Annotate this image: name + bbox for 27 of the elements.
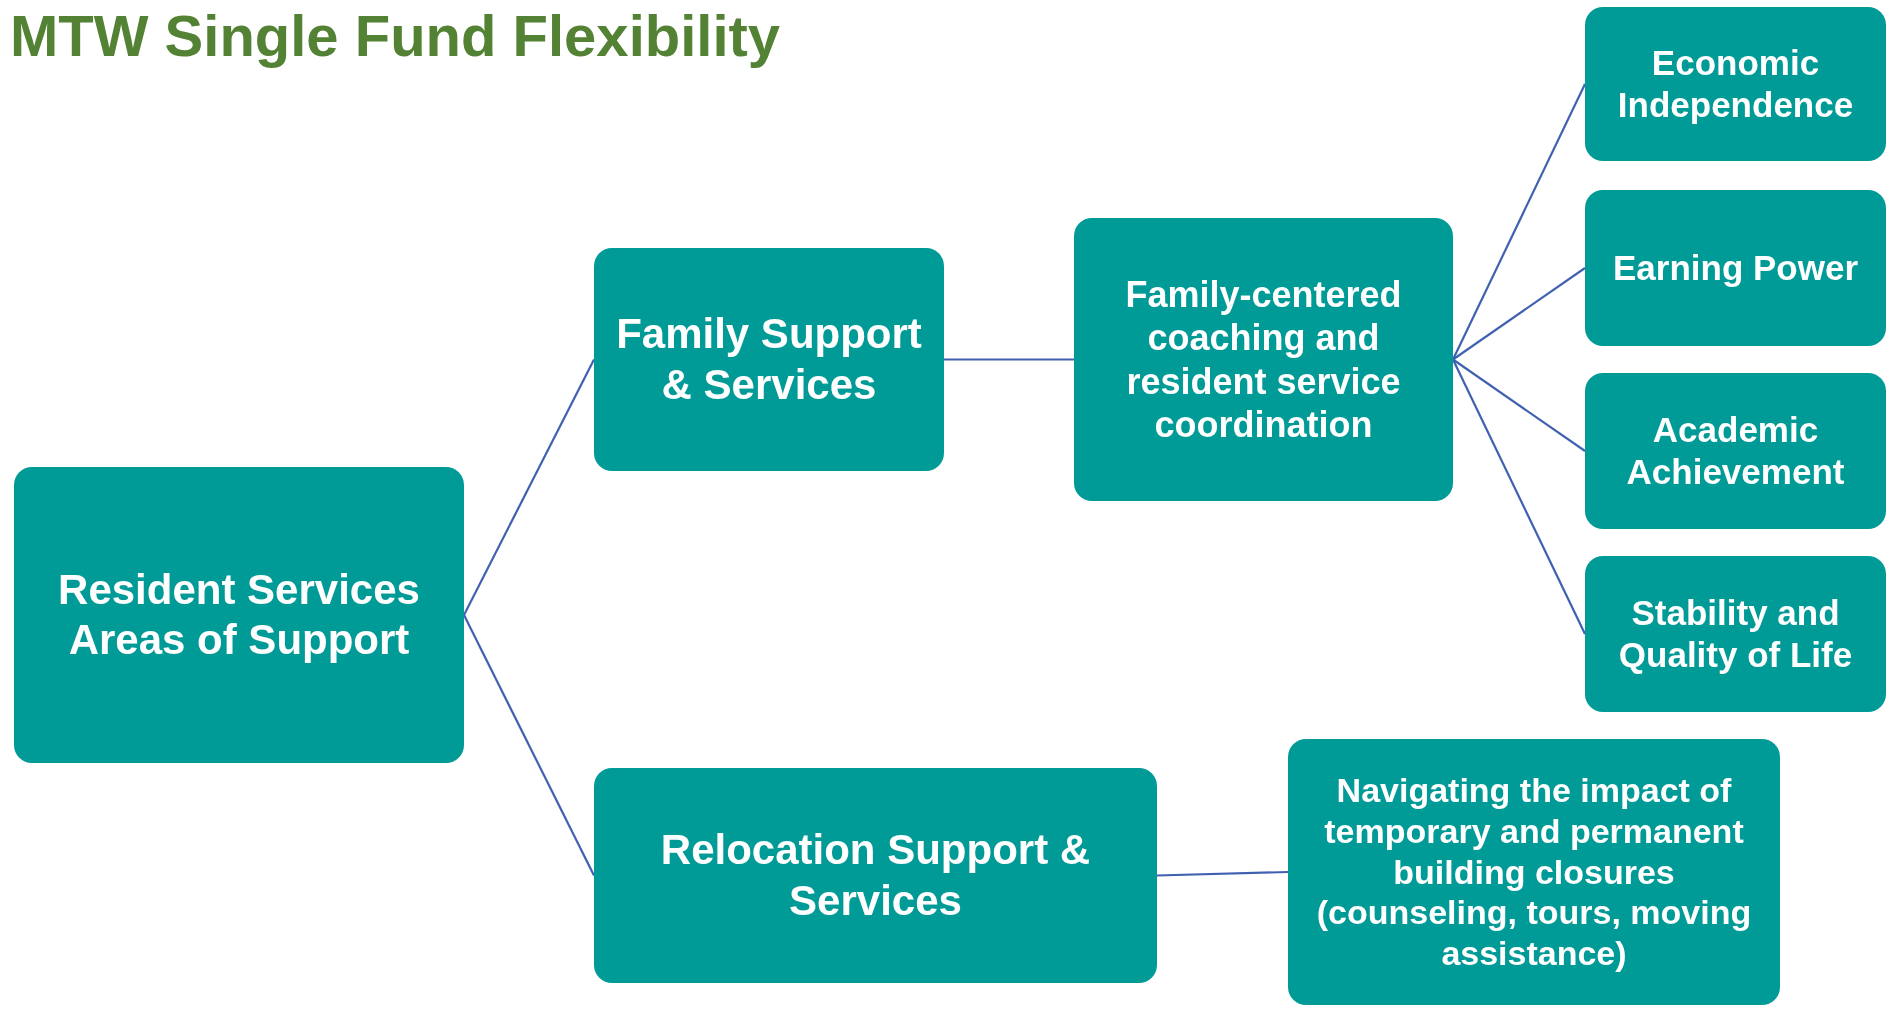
connector-line bbox=[1452, 359, 1586, 635]
box-label: Relocation Support & Services bbox=[659, 825, 1092, 926]
box-label: Navigating the impact of temporary and permanent building closures (counseling, tours, moving assistance) bbox=[1315, 770, 1753, 974]
process-box bbox=[1074, 218, 1453, 501]
box-label: Family-centered coaching and resident service coordination bbox=[1124, 273, 1403, 446]
process-box bbox=[14, 467, 464, 763]
process-box bbox=[1585, 7, 1886, 161]
box-label: Resident Services Areas of Support bbox=[57, 564, 421, 665]
process-box bbox=[1288, 739, 1780, 1005]
box-label: Family Support & Services bbox=[615, 309, 923, 410]
connector-line bbox=[463, 359, 595, 616]
connector-line bbox=[944, 358, 1074, 361]
box-label: Academic Achievement bbox=[1625, 409, 1846, 493]
process-box bbox=[1585, 190, 1886, 346]
box-label: Economic Independence bbox=[1616, 42, 1855, 126]
title: MTW Single Fund Flexibility bbox=[10, 2, 781, 69]
connector-line bbox=[1452, 358, 1586, 452]
box-label: Stability and Quality of Life bbox=[1617, 592, 1854, 676]
process-box bbox=[594, 768, 1157, 983]
connector-line bbox=[1156, 870, 1289, 877]
process-box bbox=[1585, 373, 1886, 529]
connector-line bbox=[463, 614, 595, 876]
connector-line bbox=[1452, 83, 1586, 360]
connector-line bbox=[1452, 267, 1586, 361]
process-box bbox=[1585, 556, 1886, 712]
process-box bbox=[594, 248, 944, 471]
box-label: Earning Power bbox=[1612, 247, 1859, 289]
